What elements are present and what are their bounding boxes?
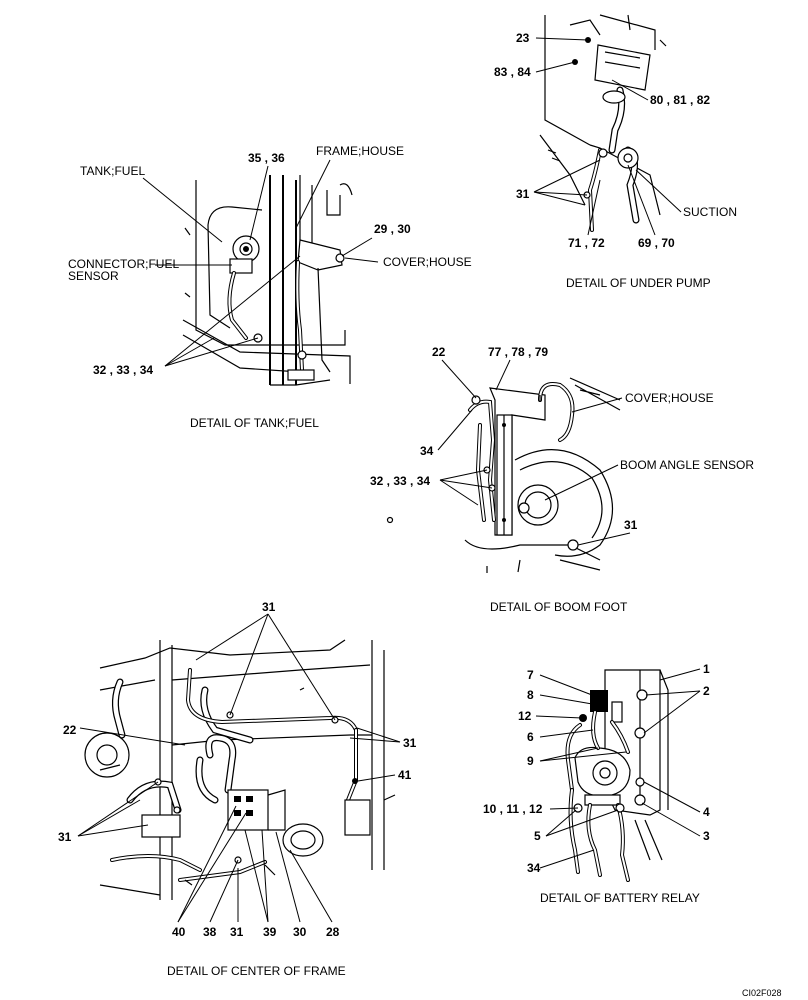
part-number-22-center: 22 (63, 723, 77, 737)
part-number-34-battery-relay: 34 (527, 861, 541, 875)
connector-fuel-sensor-label-line2: SENSOR (68, 269, 119, 283)
detail-under-pump: 23 83 , 84 80 , 81 , 82 31 SUCTION 71 , … (494, 14, 737, 290)
part-number-10-11-12: 10 , 11 , 12 (483, 802, 543, 816)
center-frame-drawing (84, 639, 396, 900)
part-number-1: 1 (703, 662, 710, 676)
part-number-2: 2 (703, 684, 710, 698)
part-number-6: 6 (527, 730, 534, 744)
part-number-23: 23 (516, 31, 530, 45)
battery-relay-leaders (535, 668, 701, 869)
caption-detail-boom-foot: DETAIL OF BOOM FOOT (490, 600, 628, 614)
part-number-34-boom-foot: 34 (420, 444, 434, 458)
boom-foot-leaders (437, 359, 631, 546)
part-number-5: 5 (534, 829, 541, 843)
part-number-3: 3 (703, 829, 710, 843)
under-pump-drawing (539, 14, 667, 232)
detail-center-of-frame: 31 22 31 41 31 40 38 31 39 30 28 DETAIL … (58, 600, 417, 978)
part-number-29-30: 29 , 30 (374, 222, 411, 236)
part-number-83-84: 83 , 84 (494, 65, 531, 79)
part-number-80-81-82: 80 , 81 , 82 (650, 93, 710, 107)
part-number-71-72: 71 , 72 (568, 236, 605, 250)
part-number-35-36: 35 , 36 (248, 151, 285, 165)
part-number-32-33-34: 32 , 33 , 34 (93, 363, 153, 377)
boom-angle-sensor-label: BOOM ANGLE SENSOR (620, 458, 754, 472)
part-number-31-boom-foot: 31 (624, 518, 638, 532)
drawing-reference-code: CI02F028 (742, 988, 782, 998)
part-number-9: 9 (527, 754, 534, 768)
connector-fuel-sensor-label: CONNECTOR;FUEL (68, 257, 179, 271)
part-number-41: 41 (398, 768, 412, 782)
part-number-12: 12 (518, 709, 532, 723)
boom-foot-drawing (386, 377, 621, 573)
part-number-31-center-bottom: 31 (230, 925, 244, 939)
detail-boom-foot: 22 77 , 78 , 79 COVER;HOUSE 34 BOOM ANGL… (370, 345, 754, 614)
part-number-7: 7 (527, 668, 534, 682)
caption-detail-under-pump: DETAIL OF UNDER PUMP (566, 276, 711, 290)
battery-relay-drawing (565, 669, 669, 882)
part-number-31-center-top: 31 (262, 600, 276, 614)
part-number-32-33-34-boom-foot: 32 , 33 , 34 (370, 474, 430, 488)
part-number-28: 28 (326, 925, 340, 939)
caption-detail-battery-relay: DETAIL OF BATTERY RELAY (540, 891, 700, 905)
part-number-31-center-left: 31 (58, 830, 72, 844)
detail-tank-fuel: TANK;FUEL 35 , 36 FRAME;HOUSE 29 , 30 CO… (68, 144, 472, 430)
tank-fuel-label: TANK;FUEL (80, 164, 145, 178)
center-frame-leaders (77, 613, 401, 923)
frame-house-label: FRAME;HOUSE (316, 144, 404, 158)
cover-house-label-boom-foot: COVER;HOUSE (625, 391, 714, 405)
part-number-4: 4 (703, 805, 710, 819)
part-number-77-78-79: 77 , 78 , 79 (488, 345, 548, 359)
suction-label: SUCTION (683, 205, 737, 219)
part-number-31-center-right: 31 (403, 736, 417, 750)
under-pump-leaders (533, 37, 682, 236)
caption-detail-center-of-frame: DETAIL OF CENTER OF FRAME (167, 964, 346, 978)
part-number-30-center: 30 (293, 925, 307, 939)
part-number-31-under-pump: 31 (516, 187, 530, 201)
part-number-8: 8 (527, 688, 534, 702)
caption-detail-tank-fuel: DETAIL OF TANK;FUEL (190, 416, 319, 430)
tank-fuel-leaders (142, 159, 379, 367)
part-number-38: 38 (203, 925, 217, 939)
detail-battery-relay: 1 7 2 8 12 6 9 10 , 11 , 12 4 3 5 34 DET… (483, 662, 710, 905)
part-number-39: 39 (263, 925, 277, 939)
part-number-69-70: 69 , 70 (638, 236, 675, 250)
part-number-22-boom-foot: 22 (432, 345, 446, 359)
cover-house-label: COVER;HOUSE (383, 255, 472, 269)
part-number-40: 40 (172, 925, 186, 939)
tank-fuel-drawing (182, 175, 353, 386)
